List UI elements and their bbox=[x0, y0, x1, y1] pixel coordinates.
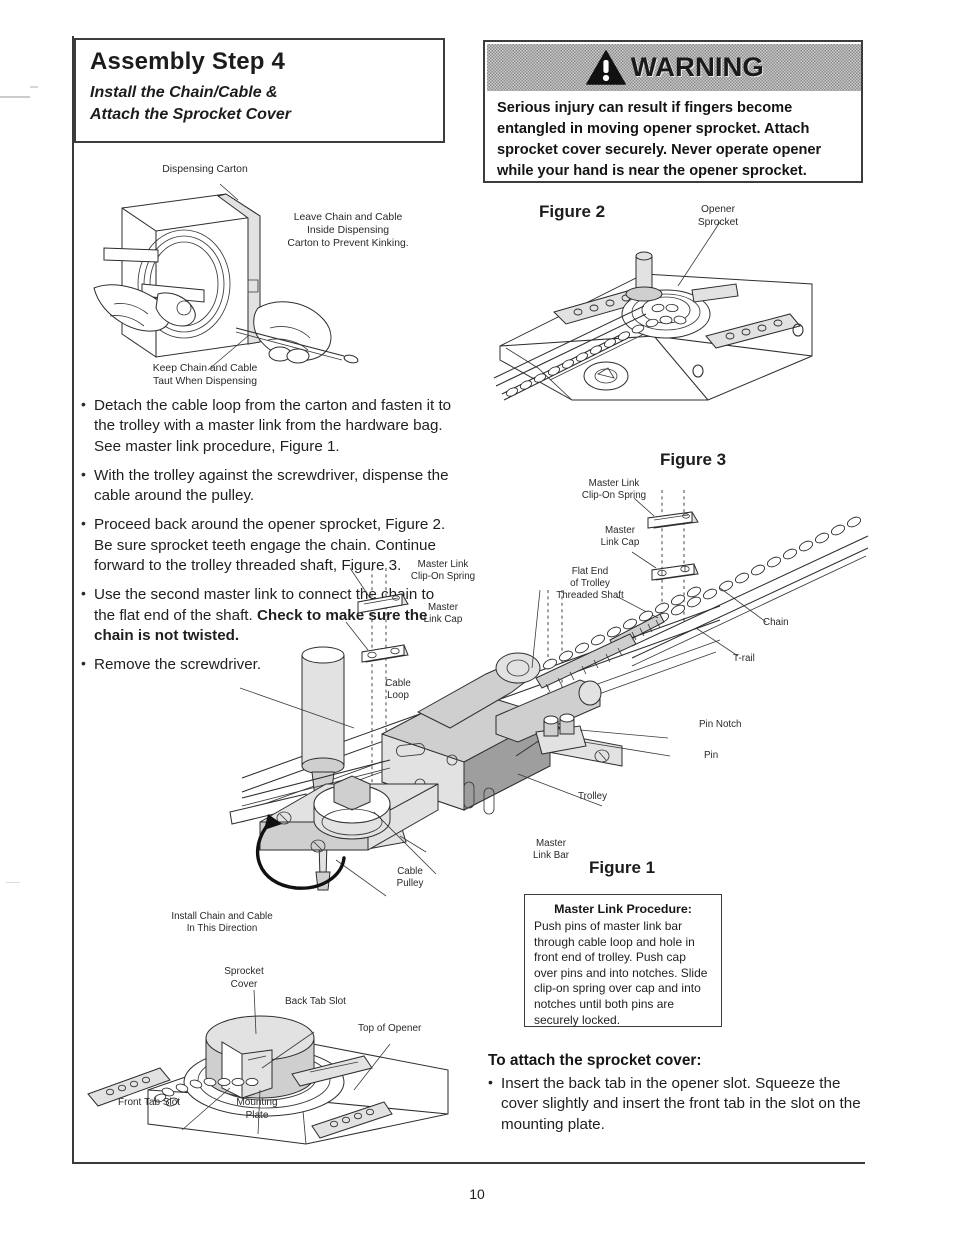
dispensing-carton-figure bbox=[93, 176, 418, 376]
figure2-caption: Figure 2 bbox=[539, 202, 606, 221]
warning-triangle-icon bbox=[585, 49, 626, 86]
list-item: Detach the cable loop from the carton an… bbox=[80, 395, 452, 457]
label-fig3-chain: Chain bbox=[763, 617, 789, 628]
bullet-text: Proceed back around the opener sprocket,… bbox=[94, 516, 446, 574]
page-number: 10 bbox=[469, 1186, 485, 1202]
warning-text: Serious injury can result if fingers bec… bbox=[497, 100, 822, 179]
label-fig3-master-link-clip-on-spring: Master Link Clip-On Spring bbox=[581, 478, 647, 502]
label-keep-chain-taut: Keep Chain and Cable Taut When Dispensin… bbox=[152, 363, 258, 387]
label-fig1-master-link-bar: Master Link Bar bbox=[533, 838, 569, 862]
label-front-tab-slot: Front Tab Slot bbox=[118, 1097, 181, 1108]
figure3-caption: Figure 3 bbox=[660, 450, 727, 469]
label-top-of-opener: Top of Opener bbox=[358, 1023, 422, 1034]
label-sprocket-cover: Sprocket Cover bbox=[224, 966, 264, 990]
label-fig3-master-link-cap: Master Link Cap bbox=[600, 525, 640, 549]
scan-artifact bbox=[6, 882, 20, 884]
label-fig1-pin-notch: Pin Notch bbox=[699, 719, 742, 730]
master-link-procedure-body: Push pins of master link bar through cab… bbox=[534, 919, 708, 1027]
list-item: Proceed back around the opener sprocket,… bbox=[80, 514, 452, 576]
warning-box: WARNING Serious injury can result if fin… bbox=[483, 40, 863, 183]
label-mounting-plate: Mounting Plate bbox=[236, 1097, 278, 1121]
bullet-text: Use the second master link to connect th… bbox=[94, 586, 435, 624]
figure3-illustration bbox=[609, 490, 870, 670]
label-fig3-flat-end-trolley-threaded-shaft: Flat End of Trolley Threaded Shaft bbox=[556, 566, 624, 602]
label-dispensing-carton: Dispensing Carton bbox=[162, 164, 248, 175]
warning-label: WARNING bbox=[630, 52, 764, 82]
label-fig1-pin: Pin bbox=[704, 750, 719, 761]
figure2-illustration bbox=[493, 221, 824, 408]
master-link-procedure-title: Master Link Procedure: bbox=[554, 902, 692, 916]
label-leave-chain-and-cable: Leave Chain and Cable Inside Dispensing … bbox=[287, 212, 409, 249]
page-border-bottom bbox=[72, 1162, 865, 1164]
assembly-step-header: Assembly Step 4 Install the Chain/Cable … bbox=[74, 38, 445, 143]
page-subtitle-line2: Attach the Sprocket Cover bbox=[90, 105, 291, 123]
label-fig1-cable-pulley: Cable Pulley bbox=[396, 866, 424, 890]
bullet-text: Detach the cable loop from the carton an… bbox=[94, 397, 452, 455]
label-fig1-master-link-clip-on-spring: Master Link Clip-On Spring bbox=[410, 559, 476, 583]
master-link-procedure-box: Master Link Procedure: Push pins of mast… bbox=[524, 894, 722, 1027]
warning-banner: WARNING bbox=[487, 44, 861, 91]
scan-artifact bbox=[0, 96, 30, 98]
label-fig1-master-link-cap: Master Link Cap bbox=[423, 602, 463, 626]
label-fig3-t-rail: T-rail bbox=[733, 653, 755, 664]
page-subtitle: Install the Chain/Cable & Attach the Spr… bbox=[90, 82, 291, 125]
label-back-tab-slot: Back Tab Slot bbox=[285, 996, 346, 1007]
bullet-text: Remove the screwdriver. bbox=[94, 656, 262, 674]
sprocket-cover-bullet: Insert the back tab in the opener slot. … bbox=[488, 1073, 873, 1135]
label-opener-sprocket: Opener Sprocket bbox=[697, 204, 739, 228]
page-border-left bbox=[72, 36, 74, 1164]
scan-artifact bbox=[30, 86, 38, 88]
label-fig1-install-direction: Install Chain and Cable In This Directio… bbox=[171, 911, 273, 935]
label-fig1-trolley: Trolley bbox=[578, 791, 608, 802]
page-subtitle-line1: Install the Chain/Cable & bbox=[90, 84, 278, 101]
figure1-caption: Figure 1 bbox=[589, 858, 656, 877]
list-item: With the trolley against the screwdriver… bbox=[80, 465, 452, 507]
list-item: Remove the screwdriver. bbox=[80, 654, 452, 675]
page-title: Assembly Step 4 bbox=[90, 48, 286, 75]
bullet-text: With the trolley against the screwdriver… bbox=[94, 466, 449, 505]
sprocket-cover-heading: To attach the sprocket cover: bbox=[488, 1052, 702, 1069]
label-fig1-cable-loop: Cable Loop bbox=[385, 678, 411, 702]
instruction-list: Detach the cable loop from the carton an… bbox=[80, 395, 452, 684]
